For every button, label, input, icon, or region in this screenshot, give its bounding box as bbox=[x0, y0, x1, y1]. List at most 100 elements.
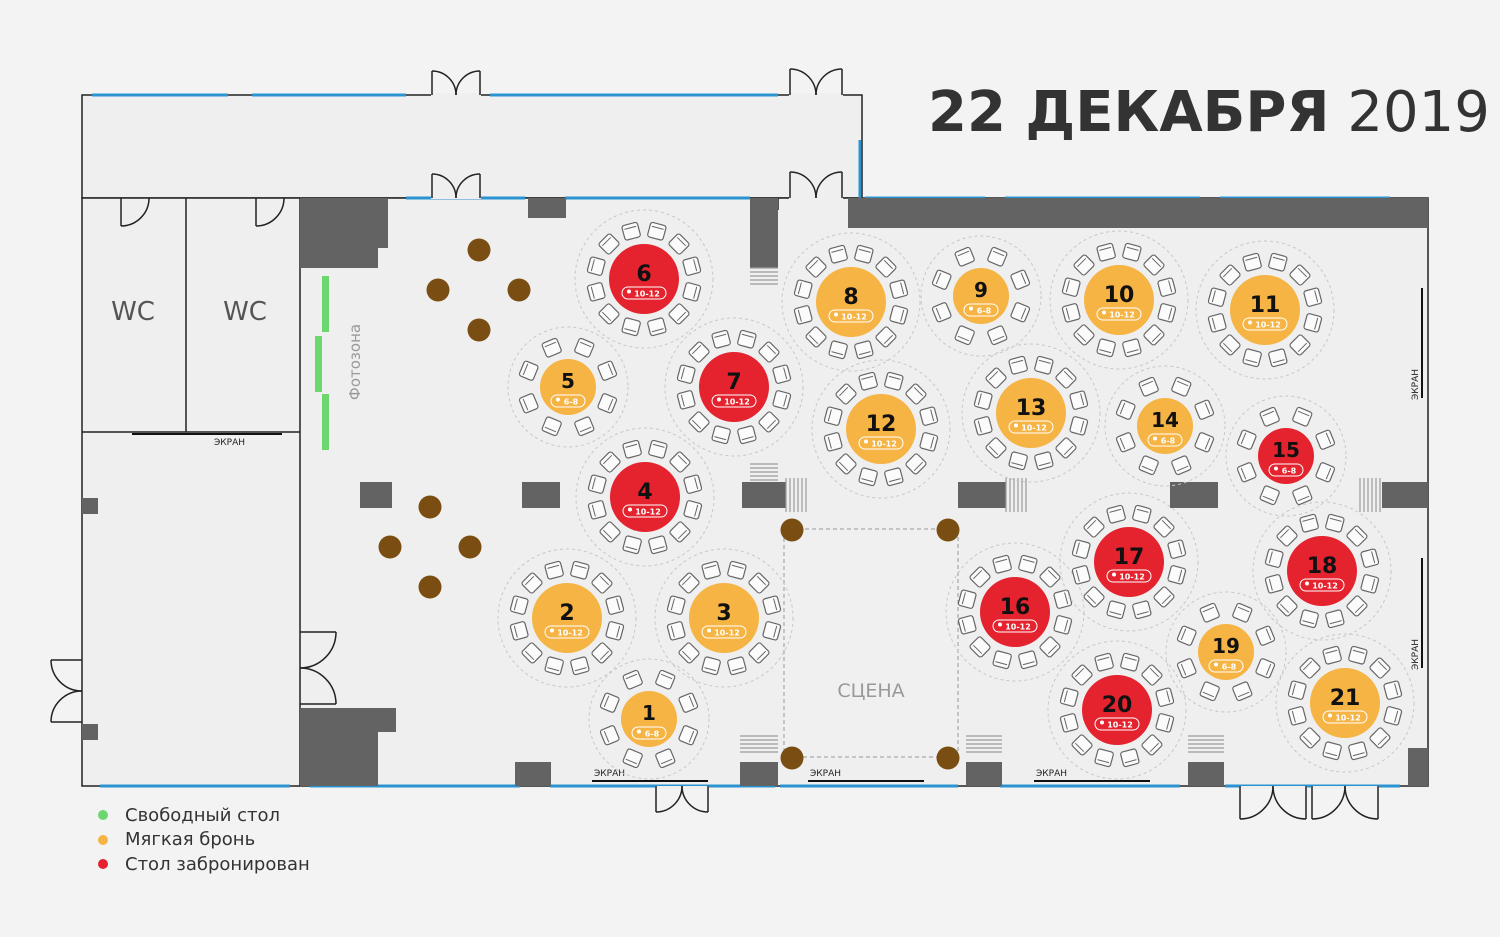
chair bbox=[669, 451, 691, 473]
table-8[interactable]: 810-12 bbox=[781, 232, 921, 372]
chair bbox=[621, 317, 641, 337]
capacity-badge bbox=[1299, 578, 1345, 592]
person-icon bbox=[834, 312, 838, 317]
stair-3 bbox=[966, 735, 1002, 753]
chair bbox=[758, 341, 780, 363]
table-15[interactable]: 156-8 bbox=[1225, 395, 1347, 517]
chair bbox=[1242, 252, 1262, 272]
chair bbox=[748, 572, 770, 594]
table-6[interactable]: 610-12 bbox=[574, 209, 714, 349]
chair bbox=[727, 656, 747, 676]
chair bbox=[1115, 399, 1136, 420]
legend-label: Стол забронирован bbox=[125, 853, 310, 875]
capacity-badge bbox=[1242, 317, 1288, 331]
table-number: 14 bbox=[1151, 408, 1179, 432]
chair bbox=[655, 748, 676, 769]
table-5[interactable]: 56-8 bbox=[507, 326, 629, 448]
table-capacity: 6-8 bbox=[645, 730, 660, 739]
chair bbox=[884, 371, 904, 391]
person-icon bbox=[637, 729, 641, 734]
chair bbox=[772, 364, 792, 384]
table-19[interactable]: 196-8 bbox=[1165, 591, 1287, 713]
chair bbox=[597, 360, 618, 381]
chair bbox=[622, 748, 643, 769]
chair bbox=[1155, 713, 1175, 733]
table-zone bbox=[1225, 395, 1347, 517]
chair bbox=[954, 325, 975, 346]
table-1[interactable]: 16-8 bbox=[588, 658, 710, 780]
stair-v-1 bbox=[1005, 478, 1027, 512]
chair bbox=[758, 411, 780, 433]
person-icon bbox=[717, 397, 721, 402]
chair bbox=[678, 725, 699, 746]
table-top bbox=[846, 394, 916, 464]
chair bbox=[1018, 554, 1038, 574]
table-number: 4 bbox=[637, 480, 652, 505]
chair bbox=[875, 326, 897, 348]
chair bbox=[1071, 664, 1093, 686]
chair bbox=[1299, 727, 1321, 749]
chair bbox=[1289, 264, 1311, 286]
door-bottom-1 bbox=[655, 785, 709, 813]
chair bbox=[905, 383, 927, 405]
table-9[interactable]: 96-8 bbox=[920, 235, 1042, 357]
chair bbox=[858, 371, 878, 391]
table-2[interactable]: 210-12 bbox=[497, 548, 637, 688]
table-zone bbox=[1195, 240, 1335, 380]
chair bbox=[1194, 432, 1215, 453]
table-zone bbox=[574, 209, 714, 349]
chair bbox=[518, 360, 539, 381]
wc-label-right: WC bbox=[223, 297, 267, 327]
chair bbox=[1289, 334, 1311, 356]
capacity-badge bbox=[1208, 659, 1244, 673]
chair bbox=[985, 437, 1007, 459]
chair bbox=[622, 439, 642, 459]
column-0 bbox=[467, 238, 491, 262]
chair bbox=[518, 393, 539, 414]
chair bbox=[1106, 504, 1126, 524]
chair bbox=[1115, 432, 1136, 453]
screen-label-wc: ЭКРАН bbox=[214, 438, 245, 448]
table-top bbox=[953, 268, 1009, 324]
screen-label-bottom-3: ЭКРАН bbox=[1036, 769, 1067, 779]
table-top bbox=[1198, 624, 1254, 680]
door-mid-1 bbox=[431, 173, 481, 199]
chair bbox=[1122, 338, 1142, 358]
table-14[interactable]: 146-8 bbox=[1104, 365, 1226, 487]
chair bbox=[1071, 734, 1093, 756]
table-top bbox=[1094, 527, 1164, 597]
table-3[interactable]: 310-12 bbox=[654, 548, 794, 688]
table-top bbox=[610, 462, 680, 532]
chair bbox=[1292, 406, 1313, 427]
table-4[interactable]: 410-12 bbox=[575, 427, 715, 567]
chair bbox=[678, 572, 700, 594]
chair bbox=[605, 621, 625, 641]
chair bbox=[889, 305, 909, 325]
screen-label-right-1: ЭКРАН bbox=[1411, 369, 1421, 400]
chair bbox=[541, 337, 562, 358]
table-zone bbox=[1104, 365, 1226, 487]
chair bbox=[762, 595, 782, 615]
chair bbox=[1171, 376, 1192, 397]
chair bbox=[805, 326, 827, 348]
table-capacity: 10-12 bbox=[1107, 721, 1133, 730]
chair bbox=[1207, 287, 1227, 307]
column-7 bbox=[418, 575, 442, 599]
door-top-2 bbox=[789, 68, 843, 96]
legend-item-free: Свободный стол bbox=[98, 803, 310, 828]
chair bbox=[1287, 680, 1307, 700]
table-7[interactable]: 710-12 bbox=[664, 317, 804, 457]
chair bbox=[1383, 706, 1403, 726]
title-date: 22 ДЕКАБРЯ bbox=[928, 80, 1330, 145]
photozone-label: Фотозона bbox=[346, 324, 364, 400]
column-10 bbox=[780, 746, 804, 770]
